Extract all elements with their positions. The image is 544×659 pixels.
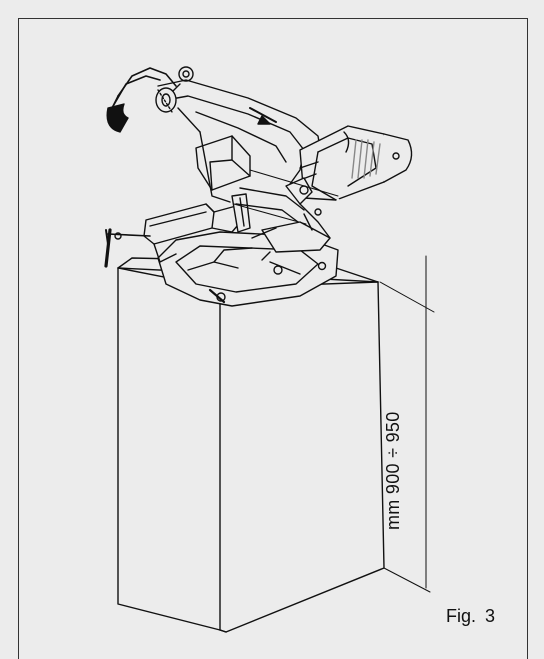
band-saw-illustration <box>104 66 435 633</box>
dimension-extension-bottom <box>383 567 431 593</box>
height-dimension-lines <box>379 255 435 593</box>
saw-arm <box>157 79 323 225</box>
tension-knob <box>155 66 194 113</box>
saw-handle <box>106 67 177 133</box>
clamp-detail <box>249 169 378 240</box>
stand-pedestal <box>117 257 385 633</box>
height-dimension-label: mm 900 ÷ 950 <box>383 411 403 530</box>
saw-motor <box>299 125 413 201</box>
figure-caption: Fig. 3 <box>446 606 496 626</box>
dimension-extension-top <box>379 281 435 313</box>
gearbox <box>251 177 331 261</box>
